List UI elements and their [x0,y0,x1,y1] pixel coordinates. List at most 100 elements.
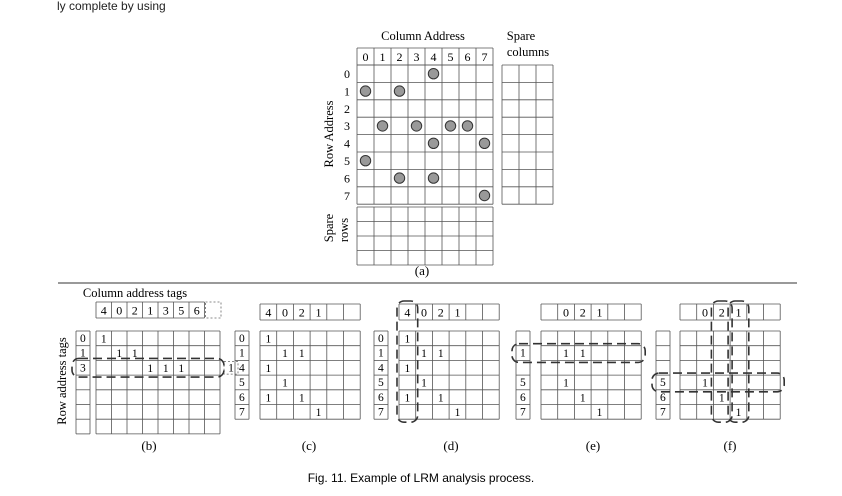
column-header-label: 2 [397,50,403,64]
panel-label: (e) [586,438,600,453]
matrix-cell-value: 1 [597,407,603,419]
matrix-cell-value: 1 [282,348,288,360]
column-header-label: 6 [465,50,471,64]
column-tag-value: 0 [702,306,708,320]
fault-cell-marker [393,85,406,97]
column-address-title: Column Address [381,29,465,43]
column-tag-value: 2 [299,306,305,320]
fault-map-grid [356,64,494,205]
column-tag-value: 4 [265,306,271,320]
row-tag-value: 7 [239,407,245,419]
row-header-label: 1 [344,84,350,98]
spare-column-tag-slot [205,301,222,319]
row-header-label: 3 [344,119,350,133]
fault-cell-marker [359,155,372,167]
matrix-cell-value: 1 [265,392,271,404]
dashed-row-selection [511,342,646,364]
column-tag-row [679,303,781,321]
column-tag-value: 0 [421,306,427,320]
row-tag-value: 0 [239,333,245,345]
matrix-cell-value: 1 [116,348,122,360]
dashed-column-selection [396,300,419,423]
row-tag-value: 7 [378,407,384,419]
spare-rows-title: rows [337,218,351,242]
matrix-cell-value: 1 [580,348,586,360]
fault-cell-marker [376,120,389,132]
matrix-cell-value: 1 [702,378,708,390]
row-header-label: 7 [344,189,350,203]
spare-columns-title: Spare [507,29,536,43]
matrix-cell-value: 1 [282,378,288,390]
column-tag-value: 3 [163,304,169,318]
matrix-cell-value: 1 [147,363,153,375]
column-tag-value: 0 [563,306,569,320]
matrix-cell-value: 1 [132,348,138,360]
row-tag-column [75,330,91,435]
row-tag-value: 5 [660,377,666,389]
panel-label: (b) [141,438,156,453]
column-address-tags-title: Column address tags [83,286,187,300]
column-tag-value: 1 [454,306,460,320]
row-tag-value: 0 [80,333,86,345]
row-tag-value: 5 [520,377,526,389]
spare-columns-title: columns [507,45,549,59]
matrix-cell-value: 1 [719,392,725,404]
matrix-cell-value: 1 [563,378,569,390]
row-tag-value: 1 [239,348,245,360]
column-tag-row [540,303,642,321]
matrix-cell-value: 1 [580,392,586,404]
row-header-label: 0 [344,67,350,81]
fault-cell-marker [427,137,440,150]
matrix-cell-value: 1 [736,407,742,419]
matrix-cell-value: 1 [438,392,444,404]
column-tag-value: 5 [178,304,184,318]
matrix-cell-value: 1 [265,363,271,375]
column-header-label: 7 [482,50,488,64]
row-tag-value: 6 [660,392,666,404]
panel-label: (f) [724,438,737,453]
column-header-label: 0 [363,50,369,64]
row-tag-value: 7 [660,407,666,419]
row-tag-value: 7 [520,407,526,419]
row-tag-column [373,330,389,420]
row-tag-value: 6 [520,392,526,404]
fault-cell-marker [444,120,457,132]
matrix-cell-value: 1 [265,334,271,346]
spare-row-tag-slot [223,360,239,375]
column-header-label: 5 [448,50,454,64]
row-tag-value: 1 [80,348,86,360]
column-tag-row [259,303,361,321]
matrix-cell-value: 1 [421,378,427,390]
matrix-cell-value: 1 [404,392,410,404]
matrix-cell-value: 1 [299,392,305,404]
matrix-cell-value: 1 [404,363,410,375]
row-tag-column [655,330,671,420]
panel-label: (d) [443,438,458,453]
panel-label: (c) [302,438,316,453]
column-tag-value: 1 [147,304,153,318]
row-tag-value: 4 [239,362,245,374]
matrix-cell-value: 1 [455,407,461,419]
matrix-cell-value: 1 [316,407,322,419]
dashed-row-selection [71,357,225,378]
matrix-cell-value: 1 [563,348,569,360]
column-tag-row [398,303,500,321]
column-tag-value: 2 [580,306,586,320]
dashed-row-selection [651,372,785,393]
row-tag-value: 6 [239,392,245,404]
fault-cell-marker [478,137,491,150]
column-tag-row [95,301,205,319]
row-tag-value: 1 [378,348,384,360]
column-header-label: 3 [414,50,420,64]
row-tag-value: 5 [239,377,245,389]
fault-cell-marker [393,172,406,184]
panel-label: (a) [415,263,429,278]
matrix-cell-value: 1 [404,334,410,346]
column-tag-value: 2 [438,306,444,320]
column-tag-value: 1 [596,306,602,320]
row-header-label: 2 [344,102,350,116]
row-header-label: 5 [344,154,350,168]
column-tag-value: 0 [116,304,122,318]
column-header-label: 4 [431,50,437,64]
fault-cell-marker [359,85,372,97]
